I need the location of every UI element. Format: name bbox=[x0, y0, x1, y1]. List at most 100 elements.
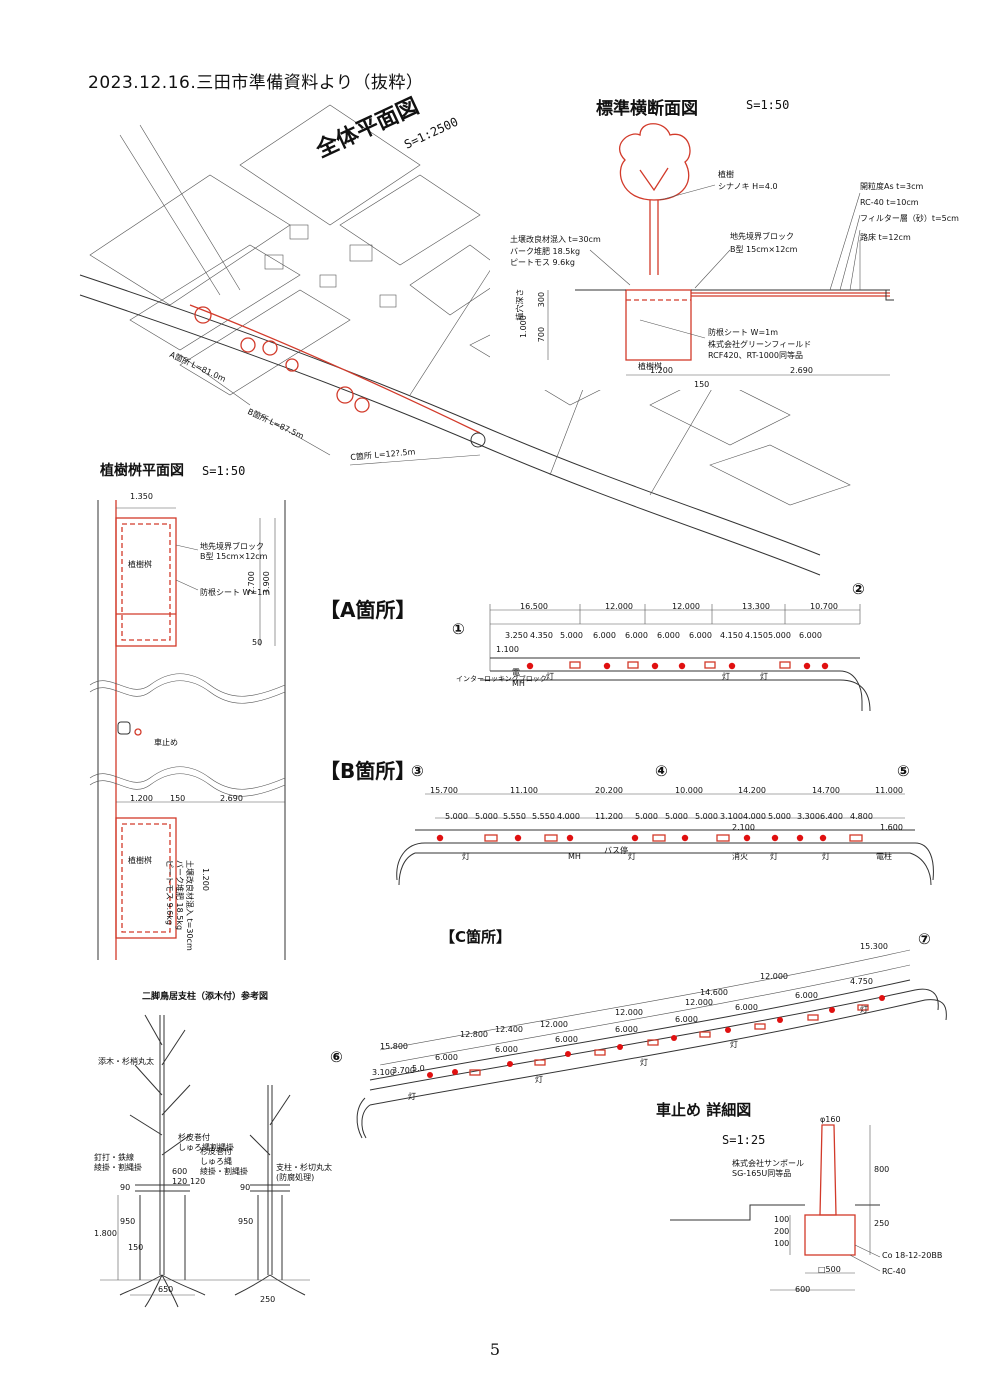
section-b-top-dims: 15.700 11.100 20.200 10.000 14.200 14.70… bbox=[420, 786, 940, 798]
dim-value: 12.000 bbox=[615, 1008, 643, 1017]
dim-value: 5.000 bbox=[445, 812, 468, 821]
support-label-6: 杉皮巻付 bbox=[200, 1147, 232, 1156]
dim-value: 3.300 bbox=[797, 812, 820, 821]
dim-value: 6.000 bbox=[625, 631, 648, 640]
dim-value: 10.700 bbox=[810, 602, 838, 611]
dim-value: 6.000 bbox=[675, 1015, 698, 1024]
root-sheet: 防根シート W=1m bbox=[708, 328, 779, 337]
dim-value: 5.000 bbox=[635, 812, 658, 821]
dim-value: 6.000 bbox=[657, 631, 680, 640]
dim-value: 11.000 bbox=[875, 786, 903, 795]
depth-total: 1.000 bbox=[518, 315, 528, 339]
dim-value: 10.000 bbox=[675, 786, 703, 795]
pit-boundary-type: B型 15cm×12cm bbox=[200, 552, 268, 561]
pit-label-bottom: 植樹桝 bbox=[128, 856, 152, 865]
section-a-marker-2: ② bbox=[852, 580, 865, 598]
boundary-block-type: B型 15cm×12cm bbox=[730, 245, 798, 254]
section-c-label-light-2: 灯 bbox=[535, 1075, 543, 1084]
dim-value: 12.000 bbox=[685, 998, 713, 1007]
section-b-label-mh: MH bbox=[568, 852, 581, 861]
section-b-extra-dim-2: 1.600 bbox=[880, 823, 903, 832]
dim-value: 12.000 bbox=[540, 1020, 568, 1029]
pavement-layer-1: 開粒度As t=3cm bbox=[860, 182, 924, 191]
car-stop-dim-800: 800 bbox=[874, 1165, 890, 1174]
dim-value: 5.000 bbox=[768, 631, 791, 640]
dim-value: 6.000 bbox=[435, 1053, 458, 1062]
section-b-marker-4: ④ bbox=[655, 762, 668, 780]
tree-support-drawing bbox=[100, 1014, 310, 1308]
dim-value: 12.000 bbox=[605, 602, 633, 611]
section-c-label-light-4: 灯 bbox=[730, 1040, 738, 1049]
section-a-label-power: 電 bbox=[512, 668, 520, 677]
cross-section-scale: S=1:50 bbox=[746, 98, 790, 112]
car-stop-dim-100a: 100 bbox=[774, 1215, 790, 1224]
section-c-start-dim-3: 5.0 bbox=[412, 1064, 425, 1073]
section-b-label-light-2: 灯 bbox=[628, 852, 636, 861]
car-stop-label: 車止め bbox=[154, 738, 178, 747]
section-a-marker-1: ① bbox=[452, 620, 465, 638]
car-stop-detail: 車止め 詳細図 S=1:25 株式会社サンポール SG-165U同等品 φ160… bbox=[650, 1095, 950, 1305]
dim-value: 5.550 bbox=[532, 812, 555, 821]
dim-value: 3.100 bbox=[720, 812, 743, 821]
pavement-layer-3: フィルター層（砂）t=5cm bbox=[860, 214, 959, 223]
pit-soil-item-2: ピートモス 9.6kg bbox=[165, 860, 174, 925]
pit-bottom-150: 150 bbox=[170, 794, 186, 803]
tree-support: 二脚鳥居支柱（添木付）参考図 添木・杉梢丸太 杉皮巻付 しゅろ縄割縄掛 釘打・鉄… bbox=[90, 985, 332, 1315]
page-number: 5 bbox=[489, 1340, 501, 1359]
pit-label-top: 植樹桝 bbox=[128, 560, 152, 569]
section-c-sub-dims: 6.000 6.000 6.000 6.000 6.000 6.000 6.00… bbox=[420, 977, 900, 1065]
pit-bottom-1200: 1.200 bbox=[130, 794, 153, 803]
car-stop-title: 車止め 詳細図 bbox=[656, 1101, 752, 1119]
pit-boundary-block: 地先境界ブロック bbox=[200, 542, 264, 551]
section-a-label-light-2: 灯 bbox=[722, 672, 730, 681]
dim-value: 11.100 bbox=[510, 786, 538, 795]
pavement-layer-4: 路床 t=12cm bbox=[860, 233, 911, 242]
tree-icon bbox=[618, 123, 691, 275]
dim-value: 11.200 bbox=[595, 812, 623, 821]
car-stop-dim-250: 250 bbox=[874, 1219, 890, 1228]
support-label-9: 支柱・杉切丸太 bbox=[276, 1163, 332, 1172]
section-a-start-dim: 1.100 bbox=[496, 645, 519, 654]
support-dim-150: 150 bbox=[128, 1243, 144, 1252]
dim-value: 12.000 bbox=[672, 602, 700, 611]
support-label-4: 釘打・鉄線 bbox=[94, 1153, 134, 1162]
section-b-label-pole: 電柱 bbox=[876, 852, 892, 861]
car-stop-maker: 株式会社サンポール bbox=[732, 1159, 804, 1168]
support-dim-120b: 120 bbox=[190, 1177, 206, 1186]
cross-section-title: 標準横断面図 bbox=[596, 99, 698, 119]
dim-value: 12.400 bbox=[495, 1025, 523, 1034]
cross-section: 標準横断面図 S=1:50 植樹 シナノキ H=4.0 土壌改良材混入 t=30… bbox=[490, 90, 959, 390]
dim-value: 6.000 bbox=[555, 1035, 578, 1044]
section-c-marker-6: ⑥ bbox=[330, 1048, 343, 1066]
section-c-label: 【C箇所】 bbox=[440, 928, 512, 946]
section-b-label-light-3: 灯 bbox=[770, 852, 778, 861]
dim-value: 12.800 bbox=[460, 1030, 488, 1039]
car-stop-material-rc40: RC-40 bbox=[882, 1267, 906, 1276]
section-c-start-dim-2: 3.700 bbox=[392, 1066, 415, 1075]
width-2690: 2.690 bbox=[790, 366, 813, 375]
dim-value: 14.600 bbox=[700, 988, 728, 997]
section-c-start-dim-1: 3.100 bbox=[372, 1068, 395, 1077]
depth-700: 700 bbox=[537, 326, 547, 343]
dim-value: 6.000 bbox=[799, 631, 822, 640]
dim-value: 13.300 bbox=[742, 602, 770, 611]
pit-soil-note: 土壌改良材混入 t=30cm bbox=[185, 860, 194, 951]
dim-value: 4.800 bbox=[850, 812, 873, 821]
dim-value: 6.000 bbox=[593, 631, 616, 640]
dim-value: 14.700 bbox=[812, 786, 840, 795]
support-dim-950b: 950 bbox=[238, 1217, 254, 1226]
support-dim-90b: 90 bbox=[240, 1183, 251, 1192]
section-b-marker-5: ⑤ bbox=[897, 762, 910, 780]
dim-value: 5.000 bbox=[475, 812, 498, 821]
section-a-sub-dims: 3.250 4.350 5.000 6.000 6.000 6.000 6.00… bbox=[505, 631, 865, 643]
dim-value: 5.000 bbox=[560, 631, 583, 640]
section-c-label-light-5: 灯 bbox=[860, 1005, 868, 1014]
dim-value: 15.700 bbox=[430, 786, 458, 795]
car-stop-scale: S=1:25 bbox=[722, 1133, 766, 1147]
section-b-extra-dim-1: 2.100 bbox=[732, 823, 755, 832]
pit-plan: 植樹桝平面図 S=1:50 1.350 地先境界ブロック B型 15cm×12c… bbox=[89, 460, 310, 960]
car-stop-dim-phi: φ160 bbox=[820, 1115, 841, 1124]
tree-support-title: 二脚鳥居支柱（添木付）参考図 bbox=[142, 992, 269, 1002]
pit-root-sheet: 防根シート W=1m bbox=[200, 588, 271, 597]
dim-value: 5.000 bbox=[695, 812, 718, 821]
